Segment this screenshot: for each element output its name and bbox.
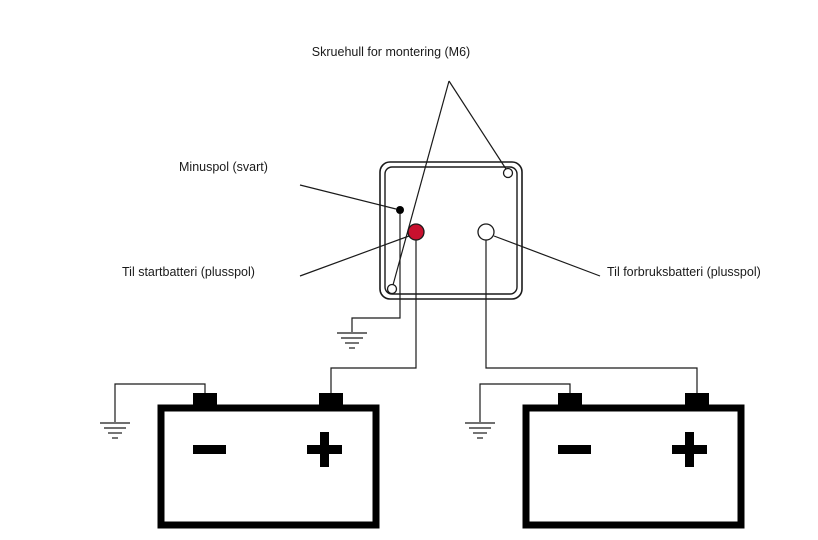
start-battery-ground-wire xyxy=(114,383,206,422)
battery-plus-post xyxy=(685,393,709,407)
consumer-battery xyxy=(465,383,745,529)
label-minus-pole: Minuspol (svart) xyxy=(179,160,268,174)
relay-housing-outer xyxy=(379,161,523,300)
relay-unit xyxy=(379,161,523,300)
battery-body xyxy=(522,404,745,529)
battery-minus-sign xyxy=(558,445,591,454)
leader-lines xyxy=(299,80,601,286)
relay-ground-wire xyxy=(351,214,401,332)
label-start-battery: Til startbatteri (plusspol) xyxy=(122,265,255,279)
leader-screw-hole-left xyxy=(392,80,450,286)
battery-plus-post xyxy=(319,393,343,407)
battery-minus-post xyxy=(193,393,217,407)
wire-start-battery-plus xyxy=(330,240,417,394)
battery-plus-sign-vertical xyxy=(685,432,694,467)
consumer-battery-terminal xyxy=(477,223,495,241)
start-battery xyxy=(100,383,380,529)
relay-ground xyxy=(337,214,401,349)
leader-minus-pole xyxy=(299,184,397,210)
battery-minus-sign xyxy=(193,445,226,454)
relay-housing-inner xyxy=(384,166,518,295)
start-battery-terminal xyxy=(407,223,425,241)
battery-minus-post xyxy=(558,393,582,407)
battery-plus-sign-vertical xyxy=(320,432,329,467)
wire-consumer-battery-plus xyxy=(485,240,698,394)
leader-start-battery xyxy=(299,235,410,277)
mounting-hole-bottom-left xyxy=(386,283,398,295)
minus-terminal xyxy=(396,206,404,214)
leader-screw-hole-right xyxy=(448,80,507,170)
label-consumer-battery: Til forbruksbatteri (plusspol) xyxy=(607,265,761,279)
leader-consumer-battery xyxy=(493,235,601,277)
consumer-battery-ground-wire xyxy=(479,383,571,422)
mounting-hole-top-right xyxy=(502,167,514,179)
battery-body xyxy=(157,404,380,529)
label-screw-holes: Skruehull for montering (M6) xyxy=(312,45,470,59)
